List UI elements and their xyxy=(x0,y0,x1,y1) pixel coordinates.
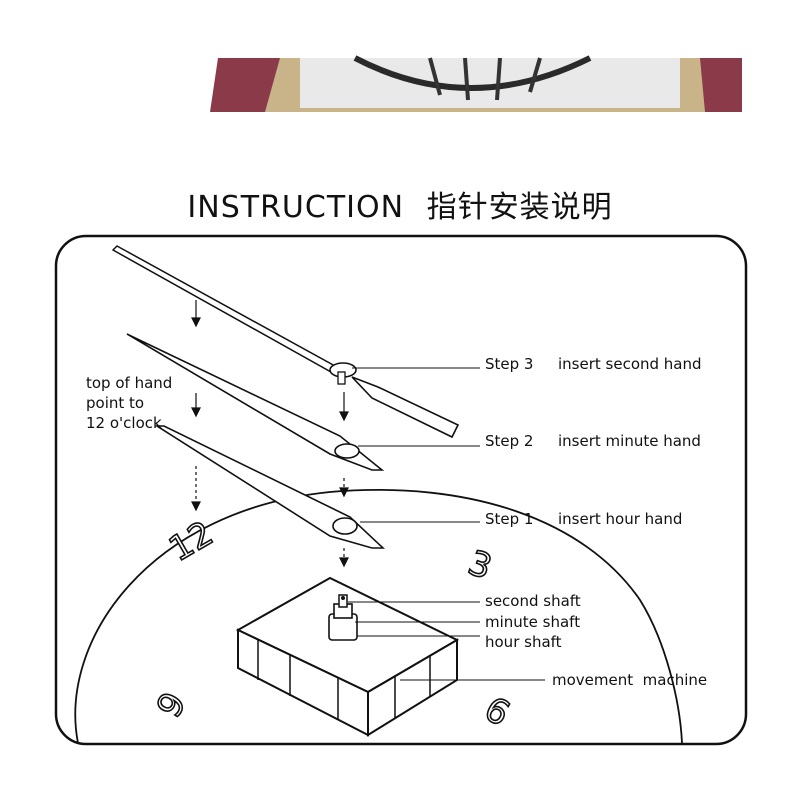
product-photo-strip xyxy=(210,55,742,112)
note-line-3: 12 o'clock xyxy=(86,414,162,432)
second-hand xyxy=(111,245,460,439)
movement-machine-label: movement machine xyxy=(552,671,707,689)
page-title: INSTRUCTION 指针安装说明 xyxy=(0,182,800,226)
note-line-1: top of hand xyxy=(86,374,172,392)
photo-foam xyxy=(300,58,680,108)
step1-text: insert hour hand xyxy=(558,510,682,528)
hour-shaft-label: hour shaft xyxy=(485,633,562,651)
minute-shaft-label: minute shaft xyxy=(485,613,580,631)
dial-number-3: 3 xyxy=(463,543,497,588)
dial-number-12: 12 xyxy=(163,514,220,570)
note-line-2: point to xyxy=(86,394,144,412)
diagram-frame xyxy=(54,234,748,746)
step2-label: Step 2 xyxy=(485,432,533,450)
dial-number-9: 9 xyxy=(149,686,194,725)
clock-dial-outline xyxy=(74,489,683,744)
step1-label: Step 1 xyxy=(485,510,533,528)
clock-shafts xyxy=(328,594,358,641)
leader-lines xyxy=(348,367,545,681)
title-english: INSTRUCTION xyxy=(187,190,405,225)
title-chinese: 指针安装说明 xyxy=(426,190,613,225)
photo-clock-bar-1 xyxy=(428,57,442,96)
step3-label: Step 3 xyxy=(485,355,533,373)
step2-text: insert minute hand xyxy=(558,432,701,450)
hour-hand xyxy=(154,425,386,549)
dial-number-6: 6 xyxy=(478,689,517,734)
second-shaft-label: second shaft xyxy=(485,592,581,610)
photo-clock-bar-4 xyxy=(528,57,542,93)
step3-text: insert second hand xyxy=(558,355,702,373)
photo-clock-bar-2 xyxy=(463,57,470,101)
minute-hand xyxy=(126,333,385,471)
direction-arrows xyxy=(191,300,349,568)
photo-clock-frame xyxy=(353,55,592,91)
photo-clock-bar-3 xyxy=(495,57,502,101)
